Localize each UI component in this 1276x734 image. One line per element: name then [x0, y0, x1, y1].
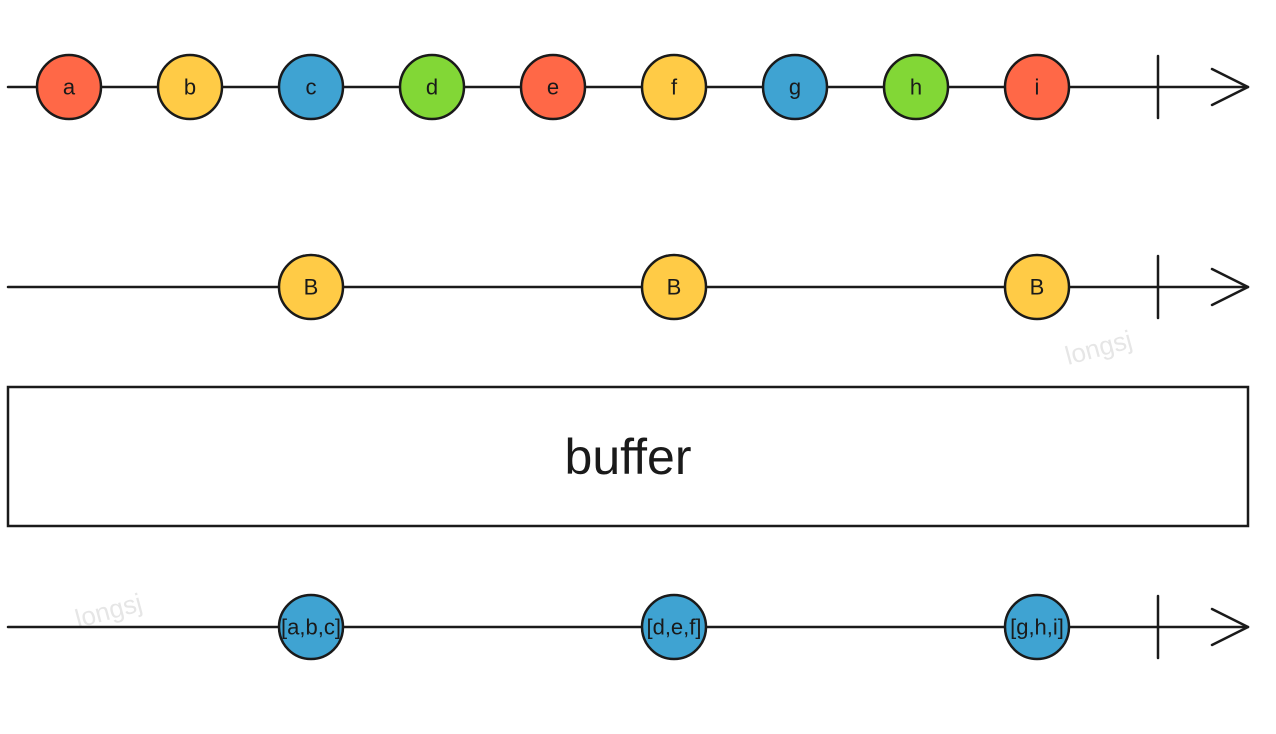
output-marble-label: [g,h,i] [1010, 615, 1064, 640]
watermark-right: longsj [1062, 324, 1135, 371]
output-marble-circle [277, 593, 345, 661]
source-marble: g [761, 53, 829, 121]
operator-rect [6, 385, 1250, 528]
output-marble-label: [d,e,f] [646, 615, 701, 640]
boundary-arrow-head [1210, 267, 1250, 307]
source-marble-circle [519, 53, 587, 121]
source-marble-circle [882, 53, 950, 121]
source-marble-label: h [910, 75, 922, 100]
boundary-marble: B [277, 253, 345, 321]
boundary-marble-circle [1003, 253, 1071, 321]
source-marble: b [156, 53, 224, 121]
source-marble-circle [156, 53, 224, 121]
source-marble-circle [35, 53, 103, 121]
source-marble-circle [761, 53, 829, 121]
source-marble-circle [640, 53, 708, 121]
source-marble-label: i [1035, 75, 1040, 100]
source-marble-circle [277, 53, 345, 121]
source-marble-label: b [184, 75, 196, 100]
source-marble: a [35, 53, 103, 121]
boundary-marble: B [640, 253, 708, 321]
boundary-marble-circle [277, 253, 345, 321]
source-marble: c [277, 53, 345, 121]
output-marble: [a,b,c] [277, 593, 345, 661]
source-marble: i [1003, 53, 1071, 121]
output-marble-label: [a,b,c] [281, 615, 341, 640]
source-marbles: a b c d e f g h i [35, 53, 1071, 121]
source-marble: d [398, 53, 466, 121]
operator-box: buffer [6, 385, 1250, 528]
output-marbles: [a,b,c] [d,e,f] [g,h,i] [277, 593, 1071, 661]
source-marble-label: g [789, 75, 801, 100]
source-marble-label: c [306, 75, 317, 100]
source-marble-label: f [671, 75, 678, 100]
source-marble-label: a [63, 75, 76, 100]
source-marble-circle [398, 53, 466, 121]
source-marble-label: e [547, 75, 559, 100]
boundary-marble-label: B [304, 275, 319, 300]
boundary-marble: B [1003, 253, 1071, 321]
output-arrow-head [1210, 607, 1250, 647]
output-marble: [g,h,i] [1003, 593, 1071, 661]
source-marble-circle [1003, 53, 1071, 121]
boundary-marble-circle [640, 253, 708, 321]
source-marble-label: d [426, 75, 438, 100]
output-marble: [d,e,f] [640, 593, 708, 661]
output-timeline: [a,b,c] [d,e,f] [g,h,i] [6, 593, 1250, 661]
output-marble-circle [640, 593, 708, 661]
source-marble: h [882, 53, 950, 121]
source-marble: f [640, 53, 708, 121]
boundary-marble-label: B [1030, 275, 1045, 300]
source-marble: e [519, 53, 587, 121]
source-arrow-head [1210, 67, 1250, 107]
operator-label: buffer [565, 429, 692, 485]
source-timeline: a b c d e f g h i [6, 53, 1250, 121]
boundary-marble-label: B [667, 275, 682, 300]
output-marble-circle [1003, 593, 1071, 661]
